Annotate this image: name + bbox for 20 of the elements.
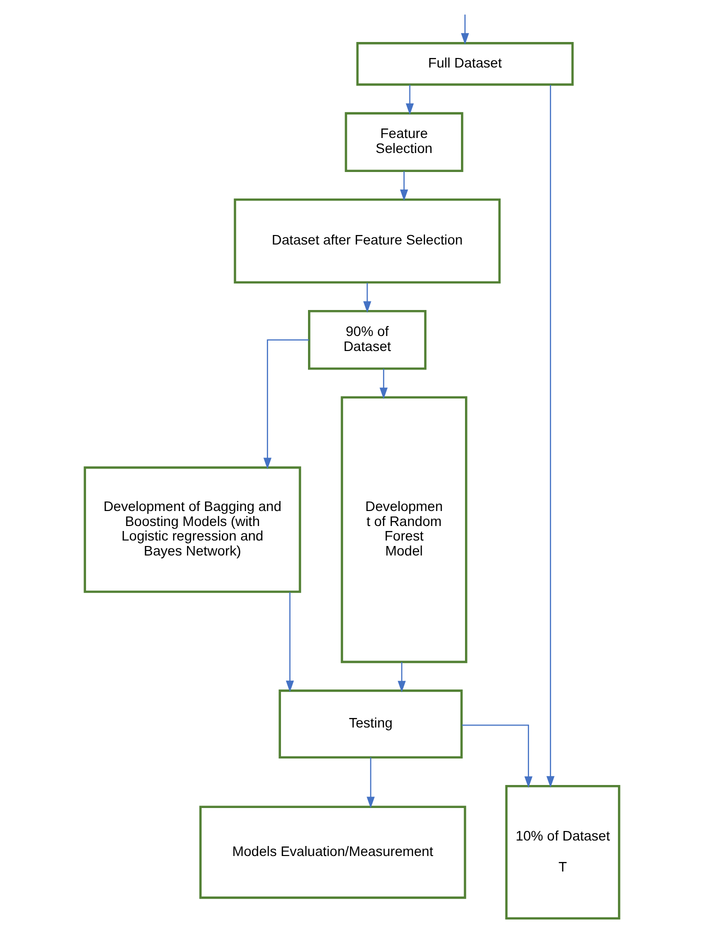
node-box: 90% of Dataset <box>308 310 426 370</box>
arrow <box>400 170 408 200</box>
arrow <box>366 756 375 808</box>
arrow <box>380 368 388 399</box>
node-box: Full Dataset <box>356 42 574 86</box>
node-box: 10% of Dataset T <box>505 784 620 920</box>
node-box: Testing <box>278 689 463 758</box>
arrow <box>286 592 294 692</box>
arrow <box>263 338 309 469</box>
node-box: Development of Bagging and Boosting Models (with Logistic regression and Bayes Network) <box>84 466 302 592</box>
arrow <box>460 14 470 44</box>
node-box: Feature Selection <box>344 112 464 172</box>
arrow <box>546 84 555 788</box>
arrow <box>363 282 372 312</box>
arrow <box>406 84 414 114</box>
node-box: Developmen t of Random Forest Model <box>340 396 468 663</box>
arrow <box>398 662 406 692</box>
node-box: Dataset after Feature Selection <box>234 198 501 284</box>
node-box: Models Evaluation/Measurement <box>199 805 466 898</box>
arrow <box>462 724 532 788</box>
